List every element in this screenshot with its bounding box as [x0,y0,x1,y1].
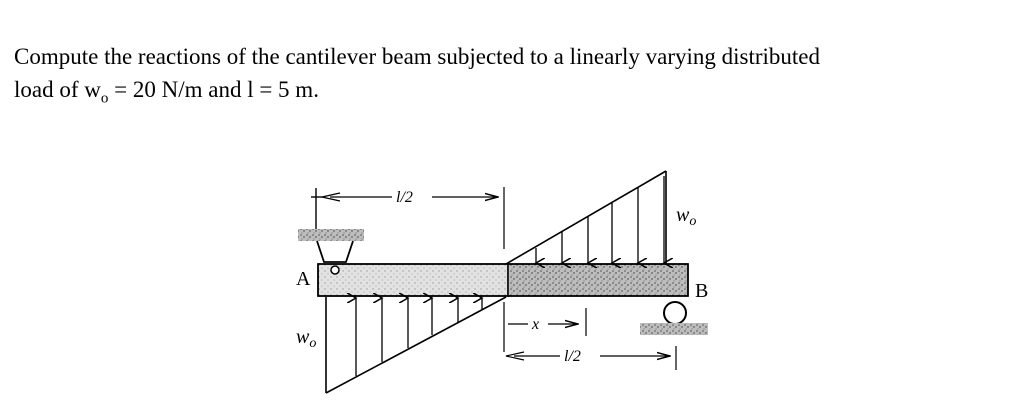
label-wo-bottom: wo [296,326,316,351]
label-wo-top-sub: o [689,214,696,229]
dimension-bottom-arrowhead-left [505,351,525,361]
dimension-bottom [505,346,677,370]
roller-ground [640,323,708,335]
hinge-pin [330,265,340,275]
dimension-top-arrowhead-left [321,192,341,202]
beam [317,263,689,297]
problem-line-2-subscript: o [100,90,109,107]
label-b: B [695,280,708,302]
roller-wheel [663,301,687,325]
label-wo-top: wo [676,204,696,229]
lower-load-diagram [325,296,507,394]
wall-hatch-block [298,229,364,241]
label-a: A [296,268,311,290]
support-bracket [316,240,354,263]
lower-load-slope [325,296,507,394]
roller-support-b [640,301,708,335]
upper-load-slope [505,170,667,265]
beam-body-light [317,263,509,297]
dimension-x [503,302,587,352]
label-half-top: l/2 [396,189,413,206]
problem-line-2: load of wo = 20 N/m and l = 5 m. [14,77,319,107]
dimension-top [321,187,505,249]
beam-outline [317,263,689,297]
beam-body-dark [507,263,689,297]
problem-line-1: Compute the reactions of the cantilever … [14,44,821,69]
label-wo-bottom-main: w [296,326,310,348]
label-wo-bottom-sub: o [309,336,316,351]
problem-statement: Compute the reactions of the cantilever … [14,40,1004,116]
label-wo-top-main: w [676,204,690,226]
problem-line-2-prefix: load of w [14,77,101,102]
problem-line-2-suffix: = 20 N/m and l = 5 m. [108,77,319,102]
upper-load-diagram [505,170,667,265]
wall-support-a [298,188,364,263]
label-half-bottom: l/2 [564,348,581,365]
label-x: x [531,316,539,333]
